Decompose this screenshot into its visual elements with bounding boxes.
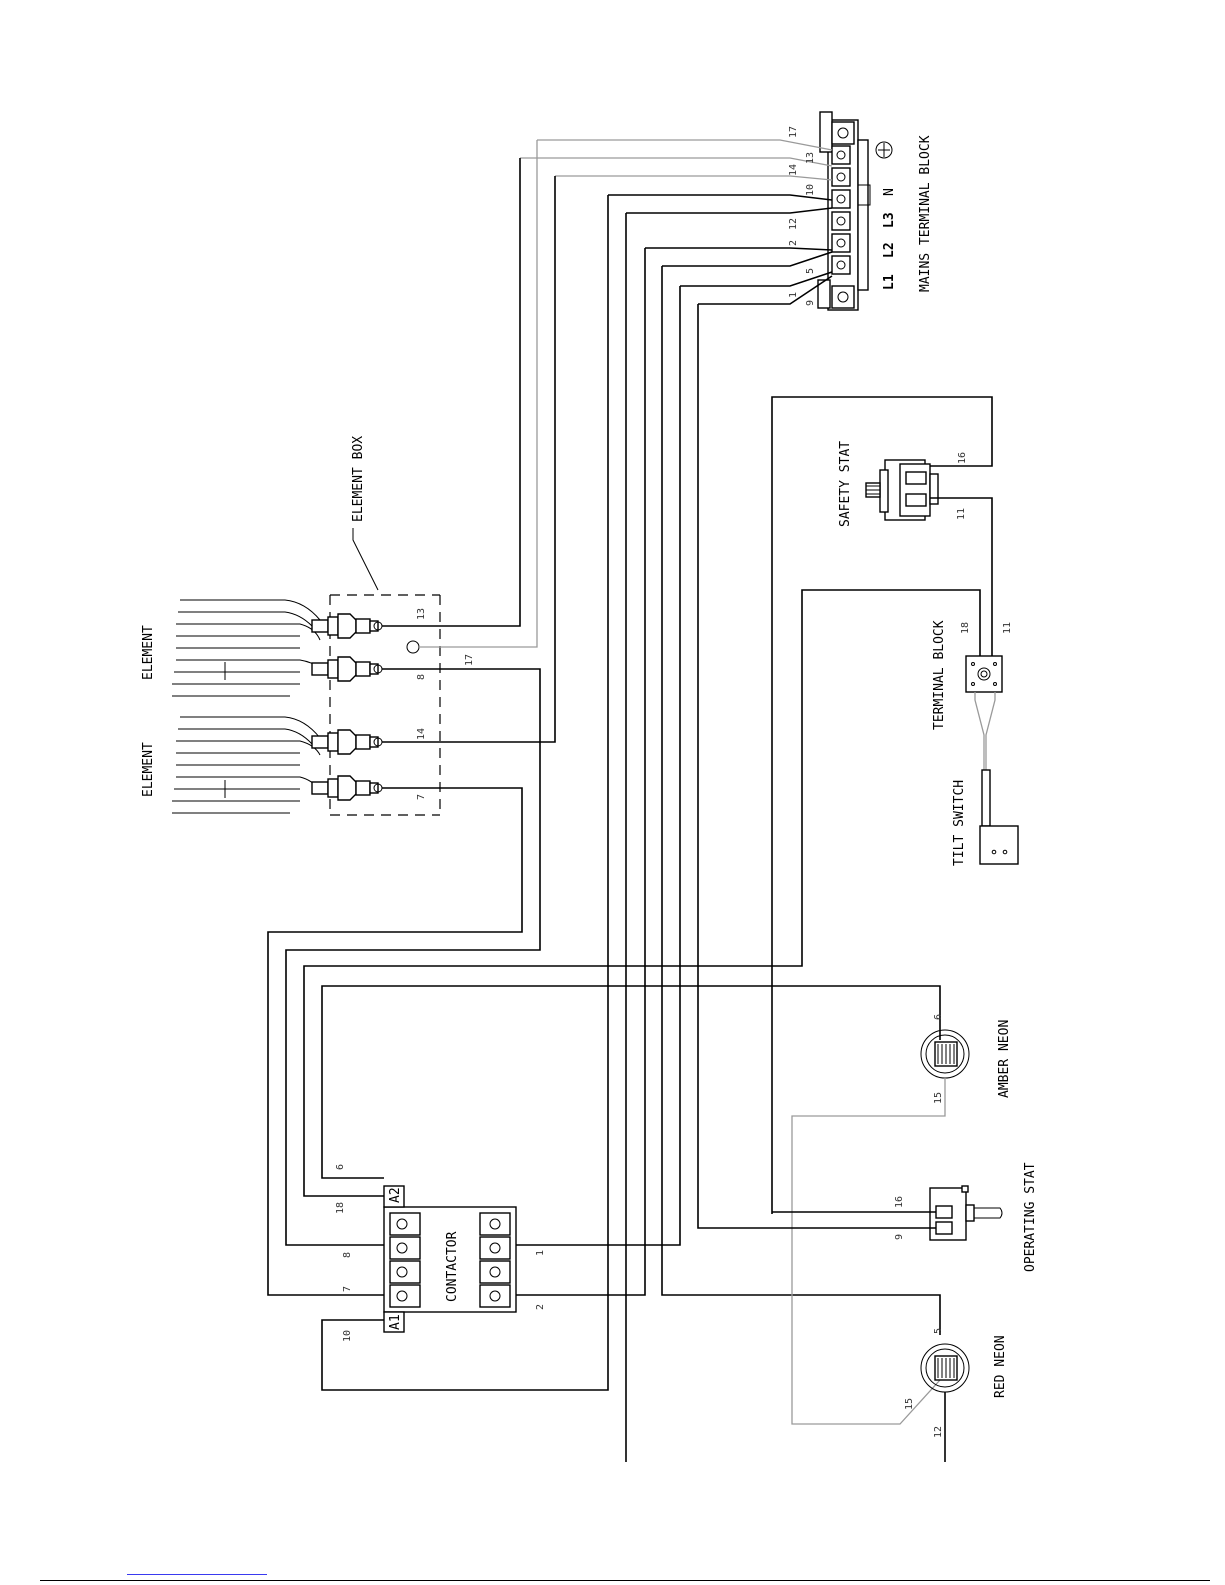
wire-9 — [698, 304, 936, 1228]
wire-label-13-top: 13 — [805, 152, 816, 164]
bottom-rule — [40, 1580, 1210, 1581]
wire-label-14-top: 14 — [788, 164, 799, 176]
wire-label-17-el: 17 — [464, 654, 475, 666]
wire-8 — [286, 669, 540, 1245]
mains-terminal-block-label: MAINS TERMINAL BLOCK — [918, 135, 933, 292]
tilt-switch-label: TILT SWITCH — [952, 780, 967, 866]
wire-label-10-cont: 10 — [342, 1330, 353, 1342]
terminal-block-label: TERMINAL BLOCK — [932, 620, 947, 730]
wire-label-5-top: 5 — [805, 268, 816, 274]
wire-label-7-el: 7 — [416, 794, 427, 800]
wire-label-1-top: 1 — [788, 292, 799, 298]
operating-stat — [930, 1186, 1002, 1240]
element-2-label: ELEMENT — [141, 742, 156, 797]
mains-terminal-block — [818, 112, 892, 310]
safety-stat — [866, 460, 938, 520]
wire-18 — [304, 590, 980, 1196]
wire-label-12-top: 12 — [788, 218, 799, 230]
wire-label-16-op: 16 — [894, 1196, 905, 1208]
wire-label-13-el: 13 — [416, 608, 427, 620]
footer-link-underline[interactable] — [127, 1574, 267, 1575]
wire-label-6-cont: 6 — [335, 1164, 346, 1170]
amber-neon — [921, 1030, 969, 1078]
wire-15 — [792, 1078, 945, 1424]
wire-label-2-cont: 2 — [535, 1304, 546, 1310]
wire-label-9-op: 9 — [894, 1234, 905, 1240]
wire-label-5-neon: 5 — [933, 1328, 944, 1334]
operating-stat-label: OPERATING STAT — [1023, 1162, 1038, 1272]
contactor-a2: A2 — [388, 1187, 403, 1203]
wire-label-18-cont: 18 — [335, 1202, 346, 1214]
wire-label-11-stat: 11 — [956, 508, 967, 520]
safety-stat-label: SAFETY STAT — [838, 441, 853, 527]
wire-label-11-tb: 11 — [1002, 622, 1013, 634]
element-box-leader — [353, 528, 378, 590]
wire-label-6-neon: 6 — [933, 1014, 944, 1020]
wire-label-1-cont: 1 — [535, 1250, 546, 1256]
earth-icon — [876, 142, 892, 158]
element-terminals — [312, 614, 382, 800]
wire-5 — [662, 266, 940, 1335]
wire-label-18-tb: 18 — [960, 622, 971, 634]
mains-terminal-l1: L1 — [882, 274, 897, 290]
tilt-switch — [975, 692, 1018, 864]
element-box-label: ELEMENT BOX — [351, 436, 366, 522]
wire-label-14-el: 14 — [416, 728, 427, 740]
wire-label-2-top: 2 — [788, 240, 799, 246]
wire-6 — [322, 986, 940, 1178]
wire-label-17-top: 17 — [788, 126, 799, 138]
red-neon — [921, 1344, 969, 1392]
amber-neon-label: AMBER NEON — [997, 1020, 1012, 1098]
wire-label-15-neon: 15 — [933, 1092, 944, 1104]
wire-label-8-el: 8 — [416, 674, 427, 680]
wire-label-16-stat: 16 — [957, 452, 968, 464]
mains-fan-wires — [520, 140, 832, 304]
wire-label-7-cont: 7 — [342, 1286, 353, 1292]
terminal-block — [966, 656, 1002, 692]
contactor-label: CONTACTOR — [445, 1231, 460, 1302]
mains-terminal-l2: L2 — [882, 242, 897, 258]
element-1 — [172, 600, 320, 696]
mains-terminal-n: N — [882, 188, 897, 196]
wire-label-9-top: 9 — [805, 300, 816, 306]
element-1-label: ELEMENT — [141, 625, 156, 680]
wire-label-12-neon: 12 — [933, 1426, 944, 1438]
element-2 — [172, 717, 320, 813]
mains-terminal-l3: L3 — [882, 212, 897, 228]
wire-13 — [382, 158, 520, 626]
red-neon-label: RED NEON — [993, 1335, 1008, 1398]
wire-label-10-top: 10 — [805, 184, 816, 196]
wire-label-15-red: 15 — [904, 1398, 915, 1410]
wire-label-8-cont: 8 — [342, 1252, 353, 1258]
contactor-a1: A1 — [388, 1314, 403, 1330]
